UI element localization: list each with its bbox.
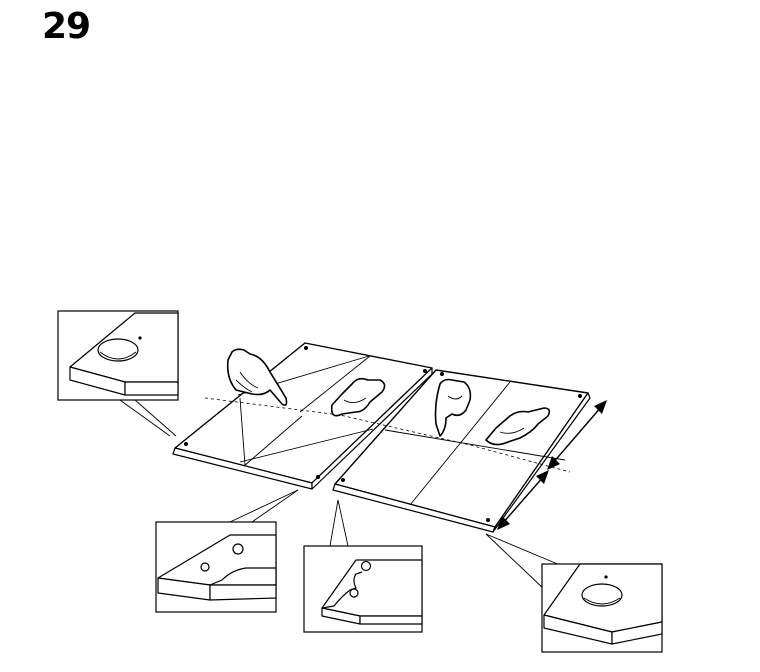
hand-press-3 <box>434 378 472 437</box>
hand-press-4 <box>485 407 551 446</box>
alignment-line <box>204 397 571 473</box>
double-arrow-upper <box>547 400 607 470</box>
hand-press-1 <box>226 348 288 406</box>
detail-callout-bottom-center <box>303 499 423 633</box>
step-number: 29 <box>42 6 91 47</box>
detail-callout-top-left <box>57 310 179 437</box>
detail-callout-bottom-right <box>485 533 663 653</box>
double-arrow-lower <box>497 470 549 530</box>
left-panel <box>172 342 433 490</box>
detail-callout-bottom-left <box>155 489 299 613</box>
hand-press-2 <box>330 377 386 417</box>
right-panel <box>332 369 591 533</box>
